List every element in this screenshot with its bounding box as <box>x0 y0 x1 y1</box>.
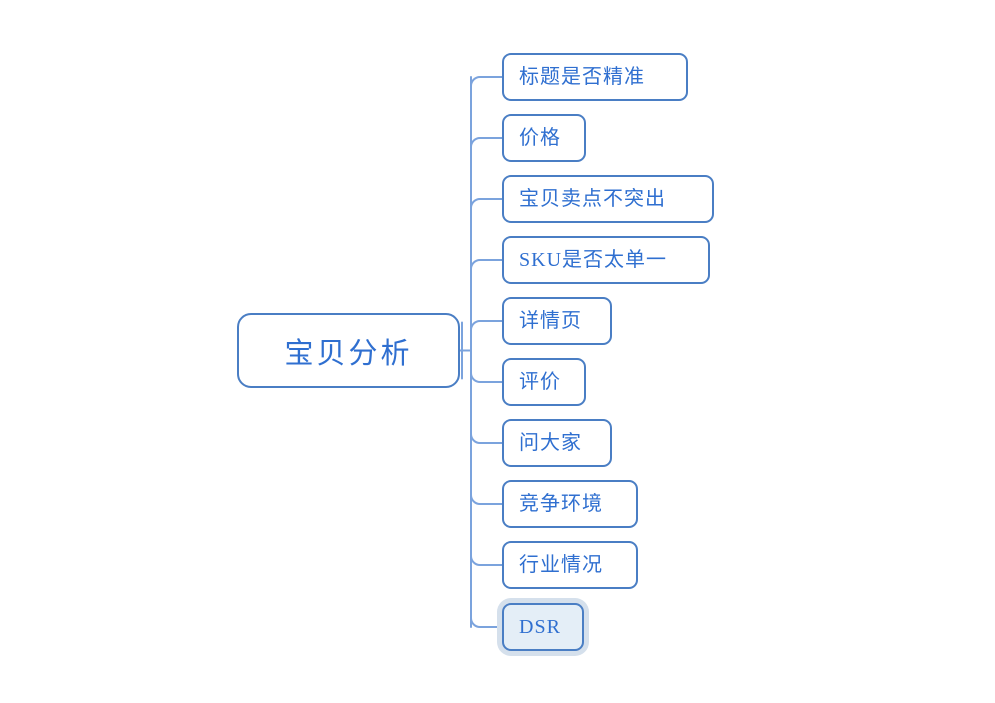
mindmap-child-node[interactable]: 宝贝卖点不突出 <box>502 175 714 223</box>
child-node-label: 行业情况 <box>519 554 603 576</box>
mindmap-root-node[interactable]: 宝贝分析 <box>237 313 460 388</box>
root-node-label: 宝贝分析 <box>284 337 413 370</box>
mindmap-child-node[interactable]: 详情页 <box>502 297 612 345</box>
child-node-label: 问大家 <box>519 432 582 454</box>
child-node-label: 标题是否精准 <box>519 66 645 88</box>
child-node-label: 价格 <box>519 127 561 149</box>
mindmap-child-node[interactable]: 评价 <box>502 358 586 406</box>
mindmap-child-node[interactable]: 行业情况 <box>502 541 638 589</box>
child-node-label: DSR <box>519 616 561 638</box>
child-node-label: 竞争环境 <box>519 493 603 515</box>
child-node-label: SKU是否太单一 <box>519 249 668 271</box>
mindmap-child-node[interactable]: DSR <box>502 603 584 651</box>
mindmap-child-node[interactable]: 价格 <box>502 114 586 162</box>
mindmap-child-node[interactable]: 竞争环境 <box>502 480 638 528</box>
child-node-label: 详情页 <box>519 310 582 332</box>
mindmap-child-node[interactable]: 标题是否精准 <box>502 53 688 101</box>
mindmap-child-node[interactable]: SKU是否太单一 <box>502 236 710 284</box>
mindmap-child-node[interactable]: 问大家 <box>502 419 612 467</box>
child-node-label: 宝贝卖点不突出 <box>519 188 666 210</box>
child-node-label: 评价 <box>519 371 561 393</box>
